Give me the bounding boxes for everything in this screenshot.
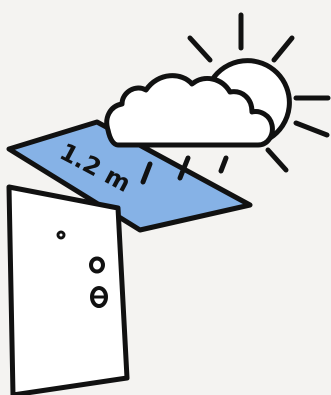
door-knob [91, 259, 103, 272]
door-peephole [58, 232, 64, 238]
door-panel [9, 187, 127, 395]
door-icon [9, 187, 127, 395]
